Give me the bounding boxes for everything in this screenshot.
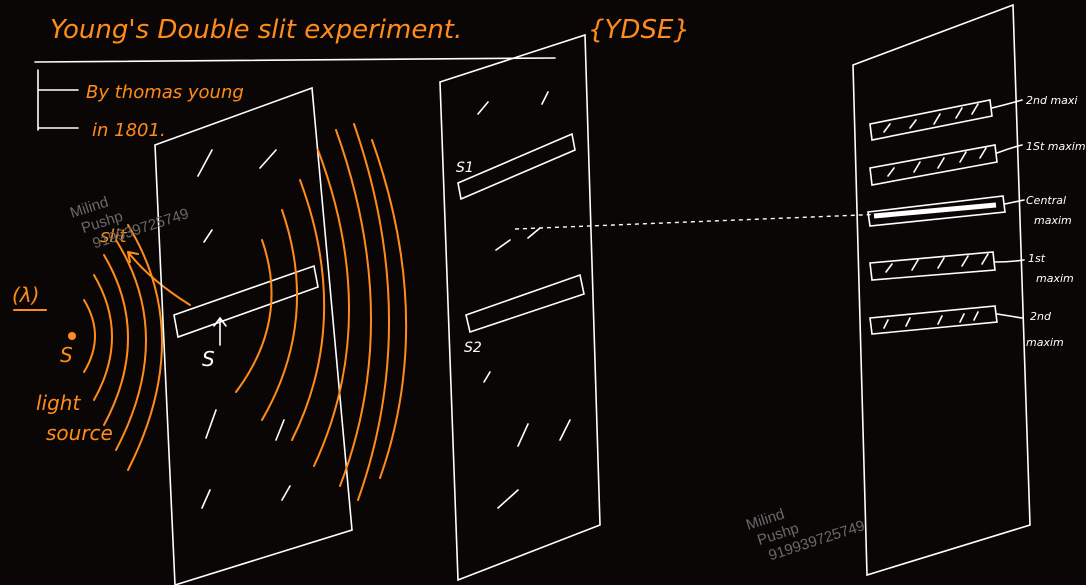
wavefront-arc <box>93 274 113 401</box>
note-by: By thomas young <box>86 82 244 103</box>
slit-s-label: S <box>202 347 215 371</box>
fringe-label-1st-max-bottom: 1st <box>1028 252 1046 265</box>
screen-texture <box>197 149 291 509</box>
screen-texture <box>477 91 571 509</box>
fringe-label-1st-max-top: 1St maxim <box>1026 140 1086 153</box>
screen-double-slit <box>439 33 601 582</box>
wavefront-arc <box>353 123 390 501</box>
watermark-left: Milind Pushp 919939725749 <box>68 194 191 253</box>
fringe-1st-max-bottom <box>869 251 996 281</box>
slit-label: slit <box>100 226 127 247</box>
wavefront-arc <box>291 179 326 441</box>
light-label: light <box>36 391 81 415</box>
s2-label: S2 <box>464 340 482 356</box>
slit-s-arrow <box>213 316 227 346</box>
wavefront-arc <box>83 299 96 373</box>
single-slit <box>173 264 319 339</box>
wavefront-arc <box>103 254 129 426</box>
fringe-label-2nd-max-top: 2nd maxi <box>1026 94 1077 107</box>
slit-s1 <box>457 132 576 201</box>
slit-s2 <box>465 273 585 334</box>
wavefront-arc <box>115 239 147 451</box>
watermark-right: Milind Pushp 919939725749 <box>744 506 867 565</box>
fringe-label-central-sub: maxim <box>1034 214 1072 227</box>
fringe-2nd-max-bottom <box>869 305 998 335</box>
note-bracket <box>37 69 79 131</box>
screen-interference <box>852 3 1031 577</box>
wavefront-arc <box>335 129 372 487</box>
fringe-label-1st-max-bottom-sub: maxim <box>1036 272 1074 285</box>
fringe-central-max <box>867 195 1006 227</box>
source-label: source <box>46 421 113 445</box>
fringe-leader <box>1004 199 1025 205</box>
note-year: in 1801. <box>92 120 166 141</box>
fringe-label-2nd-max-bottom: 2nd <box>1030 310 1052 323</box>
fringe-label-2nd-max-bottom-sub: maxim <box>1026 336 1064 349</box>
title-underline <box>34 57 556 63</box>
fringe-leader <box>994 259 1025 263</box>
fringe-1st-max-top <box>869 144 998 186</box>
fringe-2nd-max-top <box>869 99 993 141</box>
s1-label: S1 <box>456 160 474 176</box>
wavefront-arc <box>313 149 351 467</box>
lambda-label: (λ) <box>12 283 39 307</box>
title: Young's Double slit experiment. <box>50 15 462 45</box>
fringe-leader <box>996 144 1023 154</box>
wavefront-arc <box>235 239 273 393</box>
slit-arrow <box>127 251 191 306</box>
screen-single-slit <box>154 86 353 585</box>
fringe-leader <box>996 313 1023 319</box>
wavefront-arc <box>261 209 299 421</box>
source-symbol: S <box>60 343 73 367</box>
source-dot <box>68 332 76 340</box>
wavefront-arc <box>127 224 163 471</box>
title-abbrev: {YDSE} <box>588 15 690 45</box>
central-axis-dashed <box>514 211 936 230</box>
fringe-label-central: Central <box>1026 194 1066 207</box>
wavefront-arc <box>371 139 408 479</box>
fringe-leader <box>991 99 1023 109</box>
